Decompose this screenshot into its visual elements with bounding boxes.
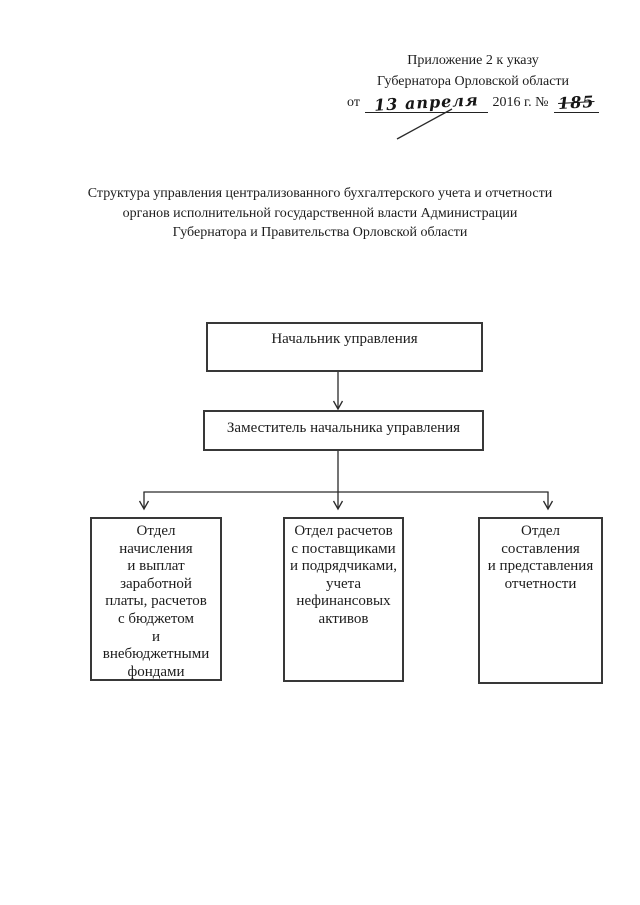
org-node-dept-suppliers: Отдел расчетов с поставщиками и подрядчи…: [283, 517, 404, 682]
annotation-block: Приложение 2 к указу Губернатора Орловск…: [347, 50, 599, 115]
annotation-line-1: Приложение 2 к указу: [407, 53, 539, 68]
org-node-head: Начальник управления: [206, 322, 483, 372]
date-prefix: от: [347, 95, 360, 110]
pen-flourish: [396, 108, 453, 140]
handwritten-date: 13 апреля: [373, 90, 480, 115]
number-underline: 185: [553, 92, 599, 113]
date-year-suffix: 2016 г. №: [492, 95, 549, 110]
org-node-dept-payroll: Отдел начисления и выплат заработной пла…: [90, 517, 222, 681]
handwritten-number: 185: [557, 92, 596, 113]
edge-to-dept-payroll: [138, 492, 150, 511]
document-title: Структура управления централизованного б…: [87, 186, 553, 240]
edge-head-to-deputy: [332, 372, 344, 411]
date-underline: 13 апреля: [364, 90, 488, 115]
edge-to-dept-reporting: [542, 492, 554, 511]
edge-deputy-trunk: [143, 451, 549, 493]
date-line: от 13 апреля 2016 г. № 185: [347, 90, 599, 115]
org-node-dept-reporting: Отдел составления и представления отчетн…: [478, 517, 603, 684]
org-node-deputy: Заместитель начальника управления: [203, 410, 484, 451]
annotation-line-2: Губернатора Орловской области: [376, 74, 570, 89]
edge-to-dept-suppliers: [332, 492, 344, 511]
